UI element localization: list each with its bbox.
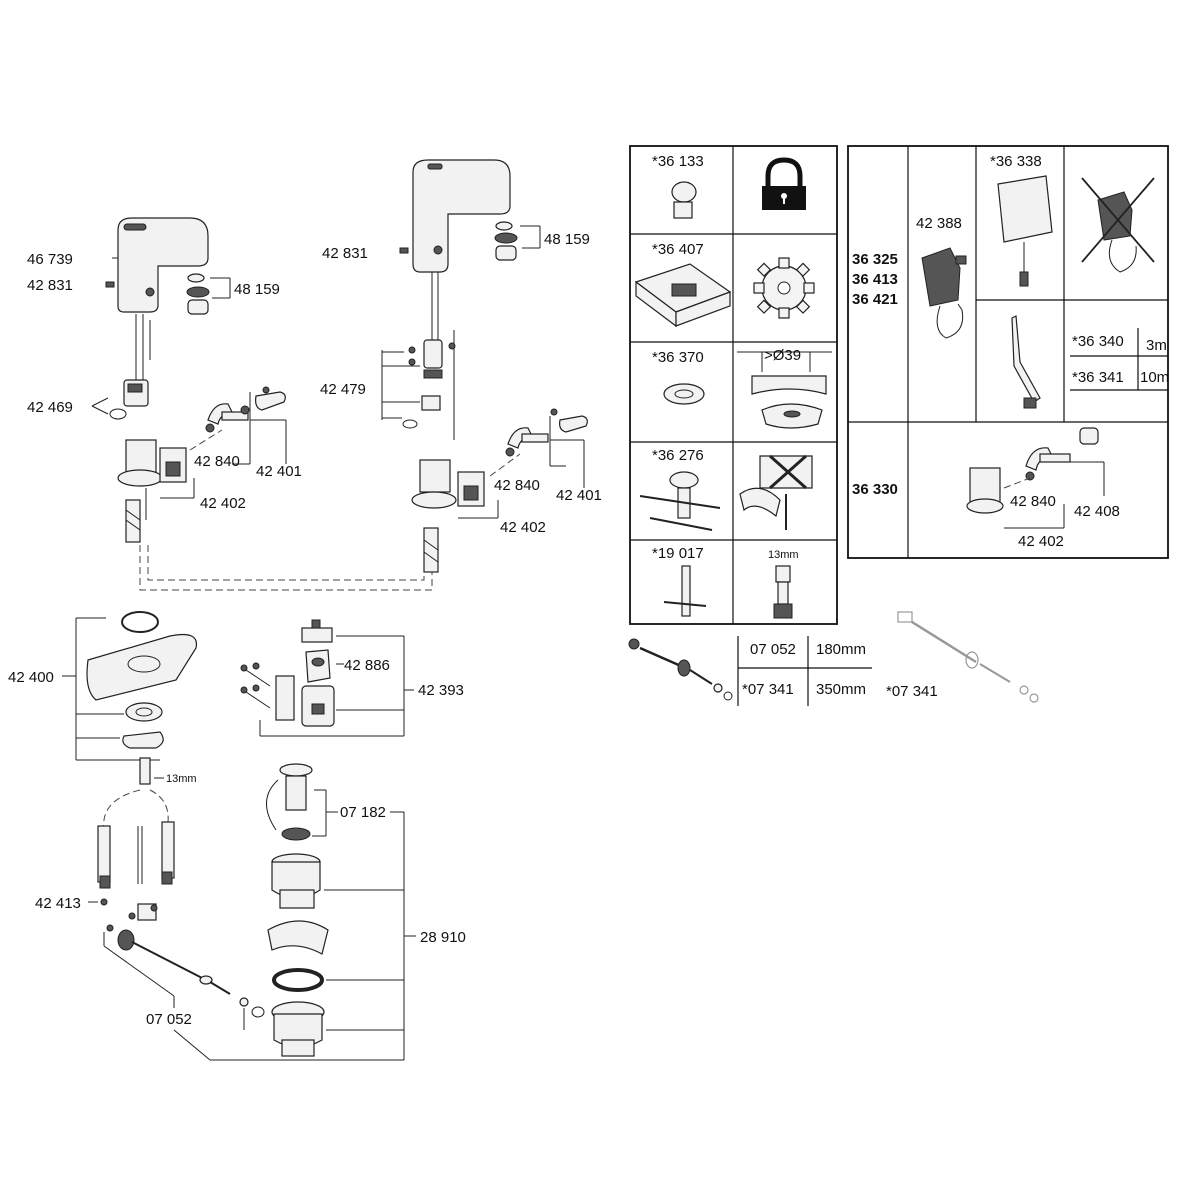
power-code-36325: 36 325 <box>852 251 898 268</box>
power-code-36421: 36 421 <box>852 291 898 308</box>
grid-dimension-od39: >Ø39 <box>764 347 801 364</box>
cable-code-36341: *36 341 <box>1072 369 1124 386</box>
label-42479: 42 479 <box>320 381 366 398</box>
label-48159-right: 48 159 <box>544 231 590 248</box>
cable-length-10m: 10m <box>1140 369 1169 386</box>
grid-code-19017: *19 017 <box>652 545 704 562</box>
label-42402-left: 42 402 <box>200 495 246 512</box>
rod-length-180mm: 180mm <box>816 641 866 658</box>
label-46739: 46 739 <box>27 251 73 268</box>
popup-rod-07052 <box>103 903 404 1061</box>
label-42831-right: 42 831 <box>322 245 368 262</box>
grid-code-36133: *36 133 <box>652 153 704 170</box>
label-28910: 28 910 <box>420 929 466 946</box>
rod-code-07341: *07 341 <box>742 681 794 698</box>
grid-dimension-13mm: 13mm <box>768 549 799 561</box>
label-42393: 42 393 <box>418 682 464 699</box>
waste-group-28910 <box>266 763 416 1060</box>
label-42886: 42 886 <box>344 657 390 674</box>
label-42401-right: 42 401 <box>556 487 602 504</box>
kit-label-42408: 42 408 <box>1074 503 1120 520</box>
label-07182: 07 182 <box>340 804 386 821</box>
label-13mm-stud: 13mm <box>166 773 197 785</box>
cable-length-3m: 3m <box>1146 337 1167 354</box>
label-36338: *36 338 <box>990 153 1042 170</box>
grid-code-36276: *36 276 <box>652 447 704 464</box>
faucet-link-dashed <box>139 545 433 591</box>
label-42401-left: 42 401 <box>256 463 302 480</box>
label-42469: 42 469 <box>27 399 73 416</box>
accessory-grid <box>629 145 838 625</box>
power-code-36413: 36 413 <box>852 271 898 288</box>
kit-label-42402: 42 402 <box>1018 533 1064 550</box>
label-42400: 42 400 <box>8 669 54 686</box>
rod-code-07052: 07 052 <box>750 641 796 658</box>
label-07052-left: 07 052 <box>146 1011 192 1028</box>
lock-icon <box>762 157 806 210</box>
power-panel <box>847 145 1169 559</box>
label-48159-left: 48 159 <box>234 281 280 298</box>
label-42840-left: 42 840 <box>194 453 240 470</box>
gear-icon <box>753 257 815 319</box>
cable-code-36340: *36 340 <box>1072 333 1124 350</box>
power-code-36330: 36 330 <box>852 481 898 498</box>
rod-length-350mm: 350mm <box>816 681 866 698</box>
label-42388: 42 388 <box>916 215 962 232</box>
left-faucet-assembly <box>91 217 287 543</box>
label-42413: 42 413 <box>35 895 81 912</box>
rod-extra-07341: *07 341 <box>886 683 938 700</box>
label-42831-left: 42 831 <box>27 277 73 294</box>
label-42402-right: 42 402 <box>500 519 546 536</box>
right-faucet-assembly <box>381 159 588 573</box>
rod-table <box>628 611 1039 706</box>
label-42840-right: 42 840 <box>494 477 540 494</box>
kit-label-42840: 42 840 <box>1010 493 1056 510</box>
grid-code-36407: *36 407 <box>652 241 704 258</box>
battery-group-42393 <box>240 619 414 737</box>
grid-code-36370: *36 370 <box>652 349 704 366</box>
mounting-set-42400 <box>62 611 198 906</box>
